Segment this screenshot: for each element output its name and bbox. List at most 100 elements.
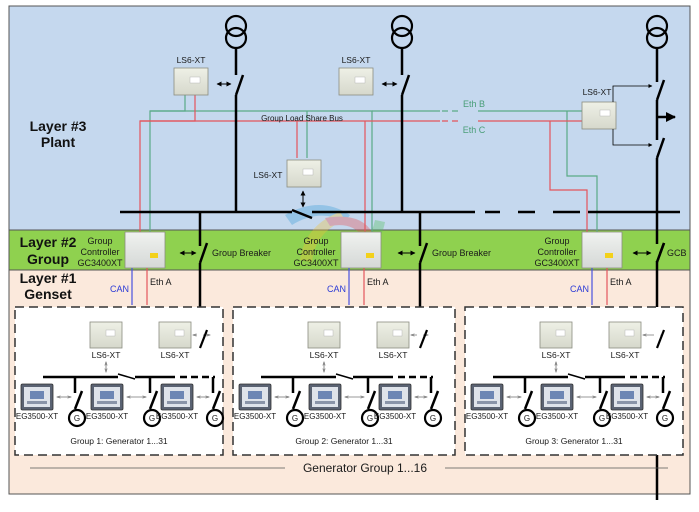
eg3500-xt-label: EG3500-XT: [466, 412, 508, 421]
generator-symbol-label: G: [524, 414, 530, 423]
eth-c-label: Eth C: [463, 125, 486, 135]
eg3500-xt-controller[interactable]: EG3500-XT: [234, 383, 276, 421]
svg-text:Group: Group: [87, 236, 112, 246]
group-controller-3[interactable]: Group Controller GC3400XT: [534, 231, 623, 269]
generator-symbol: [423, 408, 443, 428]
svg-text:Controller: Controller: [537, 247, 576, 257]
breaker-gap: [654, 332, 660, 348]
eth-a-label-1: Eth A: [150, 277, 172, 287]
ls6-xt-device-plant-3[interactable]: LS6-XT: [581, 87, 617, 130]
ls6-xt-device-genset[interactable]: LS6-XT: [376, 321, 410, 360]
group-controller-1[interactable]: Group Controller GC3400XT: [77, 231, 166, 269]
breaker-gap: [417, 332, 423, 348]
gcb-breaker-blade: [655, 242, 666, 263]
eg3500-xt-label: EG3500-XT: [234, 412, 276, 421]
svg-text:Controller: Controller: [296, 247, 335, 257]
eg3500-xt-label: EG3500-XT: [86, 412, 128, 421]
eg3500-xt-controller[interactable]: EG3500-XT: [86, 383, 128, 421]
layer3-plant-band: [8, 5, 691, 231]
generator-symbol-label: G: [367, 414, 373, 423]
ls6-xt-label: LS6-XT: [92, 350, 121, 360]
generator-symbol: [592, 408, 612, 428]
ls6-xt-label: LS6-XT: [379, 350, 408, 360]
eg3500-xt-controller[interactable]: EG3500-XT: [16, 383, 58, 421]
ls6-xt-device-genset[interactable]: LS6-XT: [539, 321, 573, 360]
ls6-xt-device-genset[interactable]: LS6-XT: [307, 321, 341, 360]
bus-tie-breaker: [117, 373, 136, 380]
group-caption: Group 1: Generator 1...31: [70, 436, 168, 446]
gcb-breaker-gap: [655, 244, 659, 261]
group-breaker-label-2: Group Breaker: [432, 248, 491, 258]
generator-symbol: [655, 408, 675, 428]
control-arrow: [612, 129, 653, 147]
eth-a-label-2: Eth A: [367, 277, 389, 287]
group-caption: Group 3: Generator 1...31: [525, 436, 623, 446]
eg3500-xt-controller[interactable]: EG3500-XT: [304, 383, 346, 421]
generator-symbol-label: G: [430, 414, 436, 423]
layer2-subtitle: Group: [27, 251, 69, 267]
group-boundary: [232, 306, 456, 456]
control-arrow: [612, 84, 653, 102]
group-incomer-breaker: [655, 329, 666, 349]
mains-feeder-2: [400, 48, 411, 212]
generator-symbol: [205, 408, 225, 428]
generator-symbol: [285, 408, 305, 428]
ls6-xt-label: LS6-XT: [611, 350, 640, 360]
generator-symbol-label: G: [149, 414, 155, 423]
eg3500-xt-controller[interactable]: EG3500-XT: [606, 383, 648, 421]
generator-symbol-label: G: [212, 414, 218, 423]
generator-group-footer: Generator Group 1...16: [303, 461, 427, 475]
bus-tie-breaker: [567, 373, 586, 380]
group-incomer-breaker: [198, 329, 209, 349]
generator-symbol: [67, 408, 87, 428]
generator-unit: G EG3500-XT: [304, 377, 380, 428]
eg3500-xt-label: EG3500-XT: [156, 412, 198, 421]
generator-symbol-label: G: [662, 414, 668, 423]
group-controller-2[interactable]: Group Controller GC3400XT: [293, 231, 382, 269]
eg3500-xt-controller[interactable]: EG3500-XT: [374, 383, 416, 421]
ls6-xt-label: LS6-XT: [310, 350, 339, 360]
generator-symbol-label: G: [292, 414, 298, 423]
ls6-xt-device-genset[interactable]: LS6-XT: [608, 321, 642, 360]
svg-text:Group: Group: [544, 236, 569, 246]
svg-text:Controller: Controller: [80, 247, 119, 257]
ls6-xt-device-genset[interactable]: LS6-XT: [89, 321, 123, 360]
ls6-xt-device-plant-tie[interactable]: LS6-XT: [254, 159, 322, 188]
eth-b-label: Eth B: [463, 99, 485, 109]
svg-text:GC3400XT: GC3400XT: [534, 258, 580, 268]
generator-unit: G EG3500-XT: [86, 377, 162, 428]
layer3-title: Layer #3: [30, 118, 87, 134]
eth-b-network: [149, 94, 598, 240]
generator-unit: G EG3500-XT: [156, 377, 225, 428]
ls6-xt-device-plant-2[interactable]: LS6-XT: [338, 55, 374, 96]
ls6-xt-label: LS6-XT: [542, 350, 571, 360]
layer1-subtitle: Genset: [24, 286, 72, 302]
layer3-subtitle: Plant: [41, 134, 76, 150]
plant-busbar: [120, 208, 680, 220]
generator-unit: G EG3500-XT: [234, 377, 305, 428]
svg-text:LS6-XT: LS6-XT: [583, 87, 612, 97]
eg3500-xt-controller[interactable]: EG3500-XT: [466, 383, 508, 421]
group-caption: Group 2: Generator 1...31: [295, 436, 393, 446]
eg3500-xt-label: EG3500-XT: [304, 412, 346, 421]
svg-text:Group: Group: [303, 236, 328, 246]
group-breaker-label-1: Group Breaker: [212, 248, 271, 258]
generator-unit: G EG3500-XT: [606, 377, 675, 428]
ls6-xt-device-genset[interactable]: LS6-XT: [158, 321, 192, 360]
eg3500-xt-controller[interactable]: EG3500-XT: [536, 383, 578, 421]
generator-unit: G EG3500-XT: [466, 377, 537, 428]
group-incomer-breaker: [418, 329, 429, 349]
ls6-xt-device-plant-1[interactable]: LS6-XT: [173, 55, 209, 96]
svg-text:LS6-XT: LS6-XT: [177, 55, 206, 65]
eth-a-label-3: Eth A: [610, 277, 632, 287]
eg3500-xt-controller[interactable]: EG3500-XT: [156, 383, 198, 421]
layer2-title: Layer #2: [20, 234, 77, 250]
generator-symbol: [360, 408, 380, 428]
